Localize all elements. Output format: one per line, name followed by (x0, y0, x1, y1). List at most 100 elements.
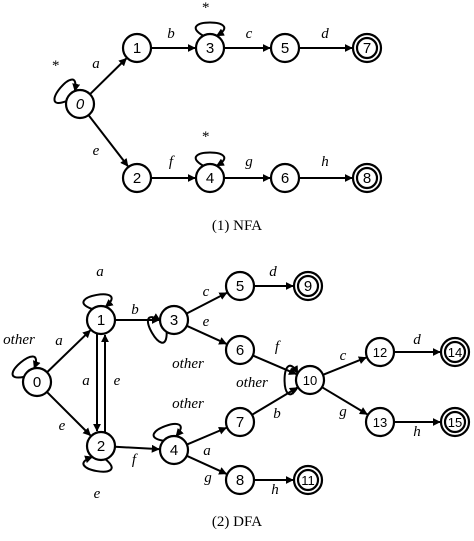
state-label: 15 (448, 415, 462, 430)
state-circle (194, 32, 226, 64)
accept-ring (296, 274, 320, 298)
state-label: 13 (373, 415, 387, 430)
transition-label: e (93, 143, 100, 159)
transition-arrow (82, 293, 114, 311)
transition-dfa-10-13: g (321, 386, 368, 420)
state-dfa-12: 12 (364, 336, 396, 368)
transition-nfa-3-5: c (224, 26, 271, 52)
state-circle (121, 162, 153, 194)
transition-label: d (413, 332, 421, 348)
state-circle (85, 304, 117, 336)
transition-dfa-4-8: g (186, 454, 228, 486)
transition-label: other (172, 356, 204, 372)
state-dfa-7: 7 (224, 406, 256, 438)
transition-dfa-10-12: c (322, 348, 367, 376)
state-label: 1 (97, 312, 105, 329)
state-nfa-2: 2 (121, 162, 153, 194)
transition-label: b (273, 406, 281, 422)
state-nfa-3: 3 (194, 32, 226, 64)
transition-label: a (55, 333, 63, 349)
transition-label: a (203, 443, 211, 459)
state-label: 8 (236, 472, 244, 489)
state-circle (269, 32, 301, 64)
state-nfa-7: 7 (351, 32, 383, 64)
state-dfa-1: 1 (85, 304, 117, 336)
state-label: 2 (133, 170, 141, 187)
transition-nfa-4-4: * (194, 129, 226, 167)
state-label: 7 (236, 414, 244, 431)
transition-label: f (132, 452, 138, 468)
transition-label: g (204, 470, 212, 486)
transition-arrow (152, 423, 184, 442)
transition-label: g (245, 154, 253, 170)
state-circle (364, 336, 396, 368)
transition-label: * (51, 58, 59, 74)
state-circle (21, 366, 53, 398)
transition-nfa-0-2: e (87, 114, 129, 167)
state-label: 1 (133, 40, 141, 57)
transition-dfa-2-1: a (82, 334, 109, 432)
accept-ring (443, 410, 467, 434)
state-nfa-8: 8 (351, 162, 383, 194)
transition-label: f (275, 339, 281, 355)
transition-dfa-0-1: a (46, 329, 91, 373)
transition-nfa-2-4: f (151, 154, 196, 182)
transition-dfa-4-4: other (152, 396, 204, 442)
transition-label: e (203, 314, 210, 330)
state-label: 3 (206, 40, 214, 57)
transition-arrow (82, 455, 113, 473)
state-dfa-8: 8 (224, 464, 256, 496)
transition-dfa-3-6: e (186, 314, 228, 345)
state-label: 14 (448, 345, 462, 360)
transition-arrow (194, 151, 226, 167)
transition-arrow (147, 313, 168, 344)
nfa-caption: (1) NFA (212, 218, 262, 234)
state-label: 4 (206, 170, 214, 187)
state-dfa-10: 10 (294, 364, 326, 396)
transition-label: e (94, 486, 101, 502)
state-label: 0 (76, 96, 85, 113)
transition-label: other (236, 375, 268, 391)
state-circle (158, 304, 190, 336)
state-nfa-0: 0 (64, 88, 96, 120)
state-dfa-2: 2 (85, 430, 117, 462)
state-label: 11 (301, 473, 315, 488)
transition-dfa-0-0: other (3, 332, 41, 379)
state-dfa-15: 15 (439, 406, 471, 438)
transition-arrow (46, 329, 91, 373)
transition-label: g (339, 404, 347, 420)
transition-label: e (114, 373, 121, 389)
transition-label: a (96, 264, 104, 280)
state-circle (194, 162, 226, 194)
transition-arrow (87, 114, 129, 167)
transition-arrow (251, 386, 298, 416)
transition-label: other (3, 332, 35, 348)
state-dfa-6: 6 (224, 334, 256, 366)
state-label: 8 (363, 170, 371, 187)
transition-arrow (89, 57, 128, 95)
transition-dfa-6-10: f (252, 339, 297, 376)
transition-dfa-0-2: e (46, 391, 92, 437)
state-dfa-3: 3 (158, 304, 190, 336)
dfa-caption: (2) DFA (212, 514, 262, 530)
state-circle (121, 32, 153, 64)
accept-ring (443, 340, 467, 364)
transition-label: a (92, 56, 100, 72)
state-circle (224, 406, 256, 438)
transition-label: h (321, 154, 329, 170)
state-label: 3 (170, 312, 178, 329)
transition-label: e (59, 418, 66, 434)
transition-arrow (186, 454, 228, 475)
transition-label: * (201, 129, 209, 145)
state-circle (158, 434, 190, 466)
transition-nfa-5-7: d (299, 26, 353, 52)
state-label: 0 (33, 374, 41, 391)
state-circle (269, 162, 301, 194)
state-circle (224, 270, 256, 302)
transition-label: other (172, 396, 204, 412)
transition-arrow (114, 444, 160, 453)
